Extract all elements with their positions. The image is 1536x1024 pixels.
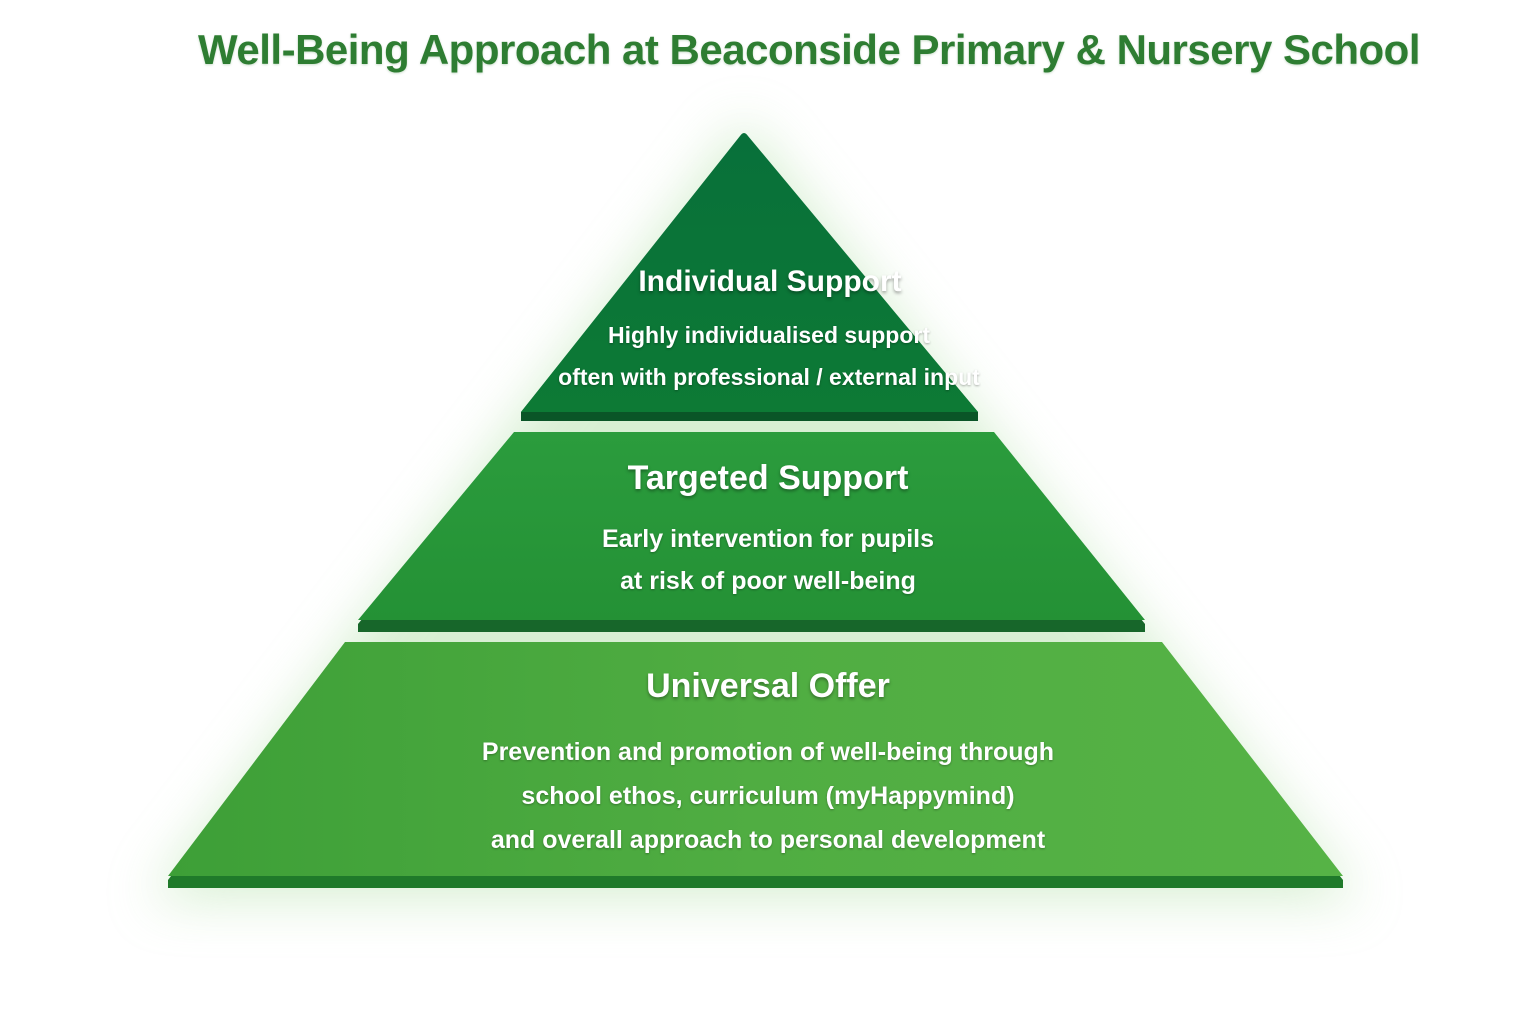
tier-targeted-shape: [358, 432, 1145, 632]
tier-targeted-title: Targeted Support: [627, 459, 909, 497]
tier-universal-line-2: school ethos, curriculum (myHappymind): [521, 782, 1015, 810]
tier-individual-line-1: Highly individualised support: [607, 322, 931, 348]
tier-universal-title: Universal Offer: [646, 667, 890, 705]
tier-targeted-line-2: at risk of poor well-being: [620, 567, 916, 595]
tier-universal-shape: [168, 642, 1343, 888]
tier-targeted: Targeted Support Early intervention for …: [0, 454, 1536, 602]
page-title: Well-Being Approach at Beaconside Primar…: [198, 26, 1421, 73]
tier-individual-line-2: often with professional / external input: [558, 364, 980, 390]
tier-individual-title: Individual Support: [638, 265, 902, 298]
tier-universal: Universal Offer Prevention and promotion…: [0, 662, 1536, 862]
tier-individual: Individual Support Highly individualised…: [0, 262, 1536, 398]
tier-universal-line-1: Prevention and promotion of well-being t…: [481, 738, 1055, 766]
tier-targeted-line-1: Early intervention for pupils: [602, 525, 934, 553]
tier-individual-shape: [521, 133, 978, 421]
tier-universal-line-3: and overall approach to personal develop…: [490, 826, 1046, 854]
